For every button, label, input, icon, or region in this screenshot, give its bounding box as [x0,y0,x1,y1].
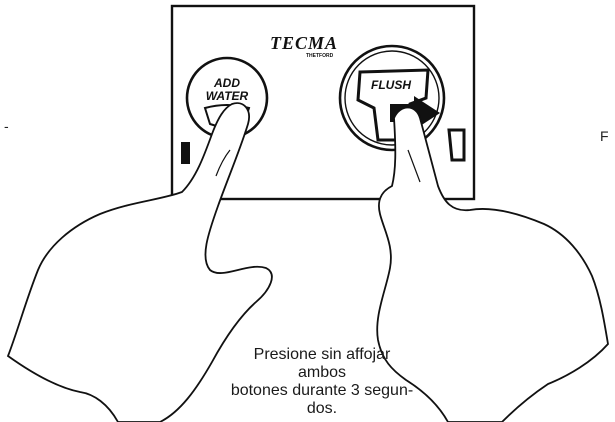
brand-subtitle: THETFORD [306,53,334,59]
left-hand [6,102,273,422]
caption-line-2: botones durante 3 segun- [230,382,414,399]
tecma-logo: TECMA THETFORD [270,33,338,59]
brand-name: TECMA [270,33,338,53]
right-finger-crease [407,149,421,183]
left-edge-mark: - [4,118,9,134]
right-edge-mark: F [600,128,609,144]
add-water-label-line1: ADD [213,76,240,90]
instruction-caption: Presione sin affojar ambos botones duran… [228,346,416,418]
panel-corner-mark-left [181,142,190,164]
caption-line-1: Presione sin affojar ambos [253,346,391,381]
flush-button[interactable]: FLUSH [338,44,446,152]
panel-corner-mark-right [447,128,466,162]
flush-label: FLUSH [371,78,411,92]
add-water-label-line2: WATER [206,89,249,103]
right-hand [376,106,609,422]
left-finger-crease [215,149,231,177]
caption-line-3: dos. [306,400,338,417]
